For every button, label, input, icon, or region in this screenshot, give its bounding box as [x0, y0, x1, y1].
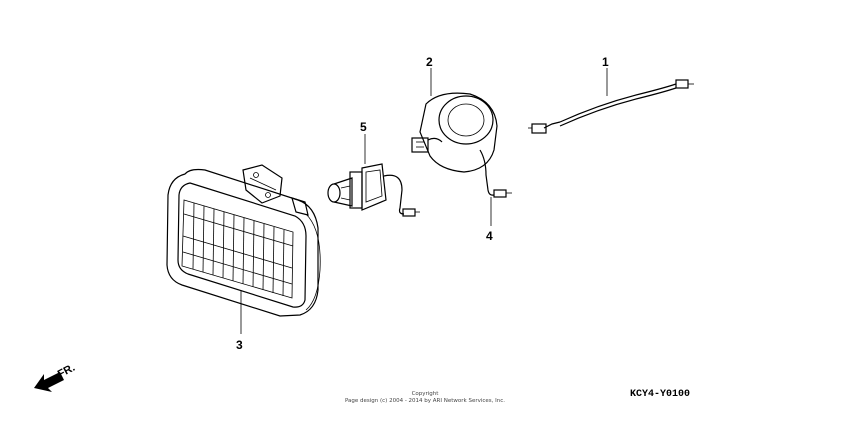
headlight-bulb [327, 163, 420, 217]
ground-lead [479, 149, 512, 198]
front-direction-label: FR. [56, 362, 77, 381]
socket-cover [411, 92, 498, 173]
callout-3[interactable]: 3 [236, 338, 243, 352]
callout-5[interactable]: 5 [360, 120, 367, 134]
diagram-code: KCY4-Y0100 [630, 389, 690, 400]
headlight-unit [166, 164, 321, 317]
leader-lines [240, 68, 608, 334]
sub-harness [528, 79, 694, 134]
lens-pattern [182, 202, 294, 297]
callout-2[interactable]: 2 [426, 55, 433, 69]
callout-1[interactable]: 1 [602, 55, 609, 69]
copyright-line-2: Page design (c) 2004 - 2014 by ARI Netwo… [345, 398, 505, 404]
copyright-line-1: Copyright [412, 391, 440, 397]
callout-4[interactable]: 4 [486, 229, 493, 243]
front-direction-indicator: FR. [34, 362, 77, 392]
front-arrow-icon [34, 372, 64, 392]
mounting-bracket [242, 164, 283, 204]
